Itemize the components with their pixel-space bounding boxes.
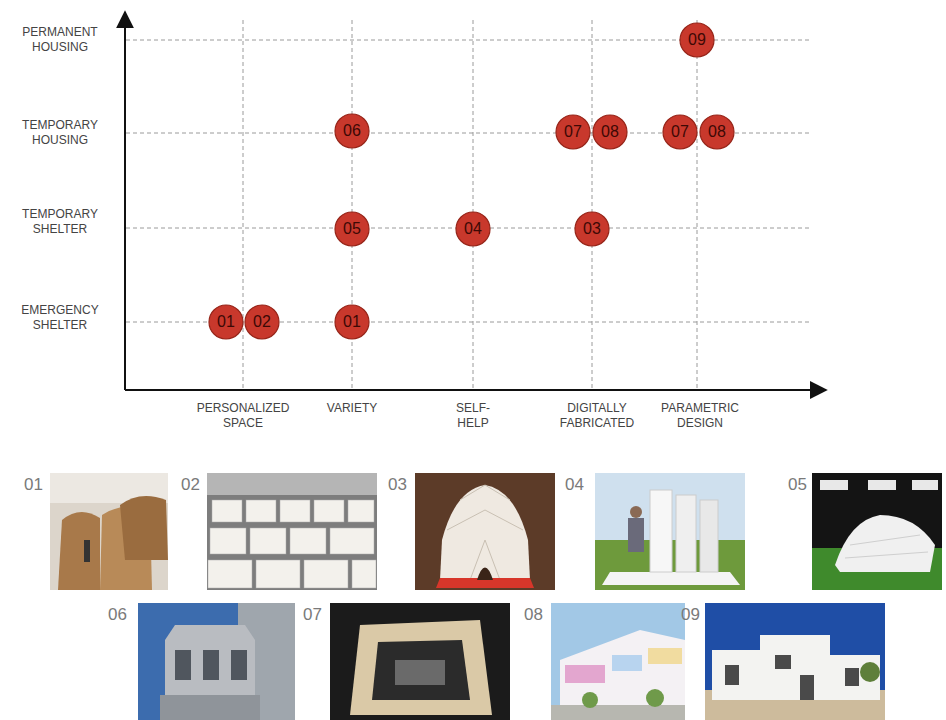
callout-number: 08 [699, 114, 735, 150]
marker-circle-shape [663, 115, 697, 149]
x-axis-category: DIGITALLY FABRICATED [547, 401, 647, 431]
x-axis-category: PARAMETRIC DESIGN [650, 401, 750, 431]
marker-circle-shape [593, 115, 627, 149]
grid-lines [126, 20, 810, 388]
callout-number: 08 [592, 114, 628, 150]
callout-number: 01 [334, 304, 370, 340]
photo-number: 07 [303, 606, 322, 623]
x-axis-category: SELF- HELP [451, 401, 495, 431]
project-marker: 04 [455, 211, 491, 247]
marker-circle-shape [335, 114, 369, 148]
project-marker: 08 [699, 114, 735, 150]
photo-01 [50, 473, 168, 590]
x-axis-category: PERSONALIZED SPACE [193, 401, 293, 431]
photo-05 [812, 473, 942, 590]
project-marker: 03 [574, 211, 610, 247]
project-marker: 09 [679, 22, 715, 58]
photo-04 [595, 473, 745, 590]
photo-number: 06 [108, 606, 127, 623]
photo-number: 01 [24, 476, 43, 493]
marker-circle-shape [335, 212, 369, 246]
y-axis-category: EMERGENCY SHELTER [13, 303, 108, 333]
axes [125, 12, 826, 390]
project-marker: 07 [555, 114, 591, 150]
callout-number: 05 [334, 211, 370, 247]
photo-06 [138, 603, 295, 720]
photo-08 [551, 603, 685, 720]
photo-09 [705, 603, 885, 720]
project-marker: 07 [662, 114, 698, 150]
project-marker: 08 [592, 114, 628, 150]
callout-number: 09 [679, 22, 715, 58]
project-marker: 01 [208, 304, 244, 340]
marker-circle-shape [700, 115, 734, 149]
y-axis-category: PERMANENT HOUSING [13, 25, 108, 55]
photo-number: 03 [388, 476, 407, 493]
project-marker: 01 [334, 304, 370, 340]
photo-number: 09 [681, 606, 700, 623]
callout-number: 01 [208, 304, 244, 340]
marker-circle-shape [680, 23, 714, 57]
photo-number: 08 [524, 606, 543, 623]
callout-number: 04 [455, 211, 491, 247]
x-axis-category: VARIETY [302, 401, 402, 416]
y-axis-category: TEMPORARY SHELTER [13, 207, 108, 237]
project-marker: 06 [334, 113, 370, 149]
callout-number: 02 [244, 304, 280, 340]
marker-circle-shape [456, 212, 490, 246]
marker-circle-shape [575, 212, 609, 246]
marker-circle-shape [335, 305, 369, 339]
callout-number: 07 [662, 114, 698, 150]
callout-number: 03 [574, 211, 610, 247]
marker-circle-shape [209, 305, 243, 339]
project-marker: 02 [244, 304, 280, 340]
marker-circle-shape [245, 305, 279, 339]
callout-number: 06 [334, 113, 370, 149]
photo-number: 04 [565, 476, 584, 493]
project-marker: 05 [334, 211, 370, 247]
photo-number: 02 [181, 476, 200, 493]
photo-02 [207, 473, 377, 590]
photo-number: 05 [788, 476, 807, 493]
photo-07 [330, 603, 510, 720]
callout-number: 07 [555, 114, 591, 150]
marker-circle-shape [556, 115, 590, 149]
photo-03 [415, 473, 555, 590]
y-axis-category: TEMPORARY HOUSING [13, 118, 108, 148]
